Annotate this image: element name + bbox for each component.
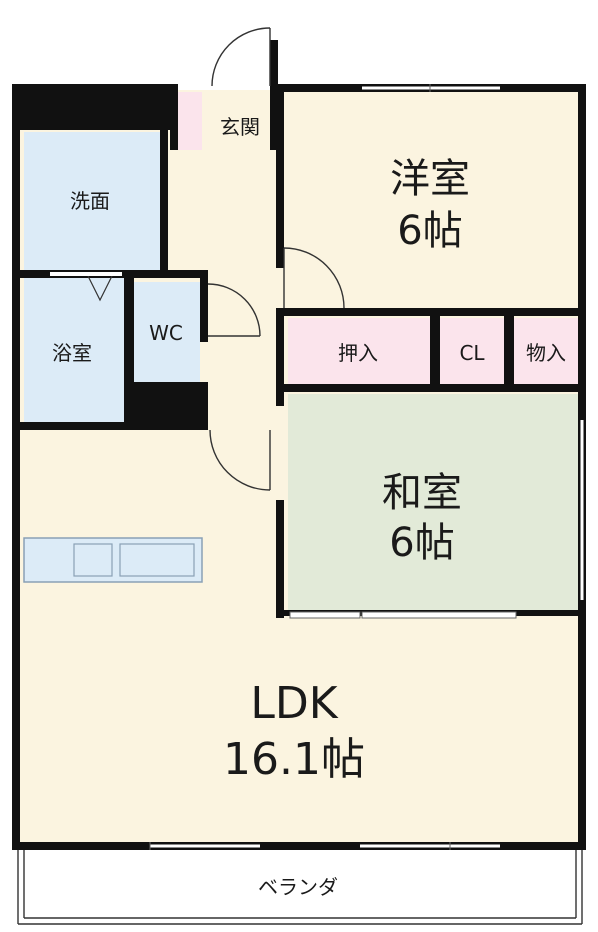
- storage-floor: [514, 318, 578, 384]
- entrance-label: 玄関: [220, 115, 260, 139]
- japanese-room-size: 6帖: [389, 520, 454, 566]
- windows: [150, 86, 584, 848]
- washroom-floor: [24, 132, 162, 270]
- sliding-door: [361, 611, 517, 619]
- bath-label: 浴室: [52, 341, 92, 365]
- wc-label: WC: [149, 321, 183, 345]
- window-ticks: [149, 84, 451, 850]
- ldk-name: LDK: [250, 678, 338, 729]
- entrance-floor: [204, 92, 278, 150]
- storage-label: 物入: [526, 341, 566, 365]
- kitchen-counter: [23, 537, 203, 583]
- bath-door-marker: [87, 275, 113, 302]
- japanese-room-floor: [288, 394, 578, 612]
- ldk-size: 16.1帖: [223, 734, 365, 785]
- western-room-floor: [284, 90, 580, 312]
- japanese-room-name: 和室: [382, 470, 462, 516]
- oshiire-label: 押入: [338, 341, 378, 365]
- entrance-closet-floor: [176, 92, 202, 150]
- bath-floor: [24, 278, 124, 422]
- door-swings: [207, 27, 345, 491]
- sliding-door-left: [289, 611, 361, 619]
- washroom-label: 洗面: [70, 189, 110, 213]
- cl-label: CL: [459, 341, 485, 365]
- balcony-floor: [18, 850, 582, 924]
- balcony-frame: [17, 850, 583, 925]
- oshiire-floor: [288, 318, 430, 384]
- cl-floor: [440, 318, 504, 384]
- wc-floor: [134, 282, 200, 382]
- balcony-label: ベランダ: [258, 875, 338, 899]
- western-room-name: 洋室: [390, 156, 470, 202]
- western-room-size: 6帖: [397, 208, 462, 254]
